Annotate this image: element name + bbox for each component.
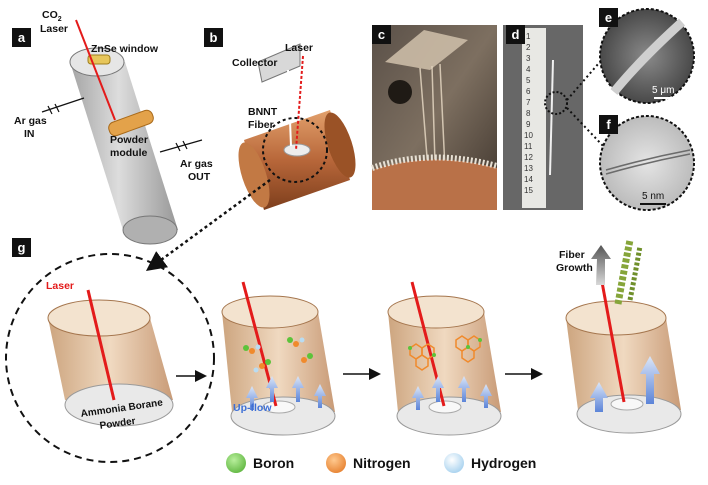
panel-b-label: b [204, 28, 223, 47]
g-laser-label: Laser [46, 280, 75, 292]
bnnt-label: BNNT [248, 106, 278, 118]
ruler-number: 3 [526, 54, 531, 63]
panel-g-label: g [12, 238, 31, 257]
e-scale-label: 5 μm [652, 85, 675, 96]
ruler-number: 9 [526, 120, 531, 129]
ar-gas-out-sub: OUT [188, 171, 211, 183]
ruler-number: 13 [524, 164, 533, 173]
legend-nitrogen-label: Nitrogen [353, 455, 411, 471]
legend-boron-label: Boron [253, 455, 295, 471]
panel-a-label: a [12, 28, 31, 47]
legend: Boron Nitrogen Hydrogen [0, 451, 708, 477]
panel-c-photo [371, 25, 498, 210]
process-arrows [176, 368, 543, 382]
nitrogen-dot-icon [326, 453, 346, 473]
legend-hydrogen-label: Hydrogen [471, 455, 537, 471]
ruler-number: 10 [524, 131, 533, 140]
panel-c-label: c [372, 25, 391, 44]
zoom-connector [145, 178, 271, 271]
panel-e-micrograph [599, 8, 695, 104]
znse-window-label: ZnSe window [91, 43, 159, 55]
powder-label: Powder [110, 134, 148, 146]
ruler-number: 11 [524, 142, 533, 151]
co2-laser-label: Laser [40, 23, 69, 35]
fiber-growth-label-1: Fiber [559, 249, 585, 261]
co2-label: CO2 [42, 9, 62, 24]
ar-gas-out-label: Ar gas [180, 158, 213, 170]
ruler-number: 12 [524, 153, 533, 162]
collector-label: Collector [232, 57, 278, 69]
b-laser-label: Laser [285, 42, 314, 54]
panel-d-label: d [506, 25, 525, 44]
g-stage-4-cylinder [565, 239, 682, 434]
panel-b-apparatus [238, 43, 356, 210]
ruler-numbers: 1 2 3 4 5 6 7 8 9 10 11 12 13 14 15 [523, 32, 545, 208]
ruler-number: 1 [526, 32, 531, 41]
upflow-label: Up-flow [233, 402, 272, 414]
panel-f-micrograph [599, 115, 695, 211]
ruler-number: 6 [526, 87, 531, 96]
panel-e-label: e [599, 8, 618, 27]
ar-gas-in-label: Ar gas [14, 115, 47, 127]
ruler-number: 14 [524, 175, 533, 184]
fiber-label: Fiber [248, 119, 274, 131]
g-stage-1-cylinder [47, 289, 174, 427]
g-stage-3-cylinder [387, 281, 502, 436]
hydrogen-dot-icon [444, 453, 464, 473]
panel-f-label: f [599, 115, 618, 134]
panel-a-apparatus [41, 19, 203, 245]
g-stage-2-cylinder [221, 281, 336, 436]
zoom-circle [5, 253, 215, 463]
ruler-number: 2 [526, 43, 531, 52]
ar-gas-in-sub: IN [24, 128, 35, 140]
module-label: module [110, 147, 148, 159]
ruler-number: 8 [526, 109, 531, 118]
ruler-number: 4 [526, 65, 531, 74]
ruler-number: 5 [526, 76, 531, 85]
ruler-number: 7 [526, 98, 531, 107]
panel-d-photo [503, 25, 606, 210]
ruler-number: 15 [524, 186, 533, 195]
fiber-growth-label-2: Growth [556, 262, 593, 274]
f-scale-label: 5 nm [642, 191, 665, 202]
boron-dot-icon [226, 453, 246, 473]
